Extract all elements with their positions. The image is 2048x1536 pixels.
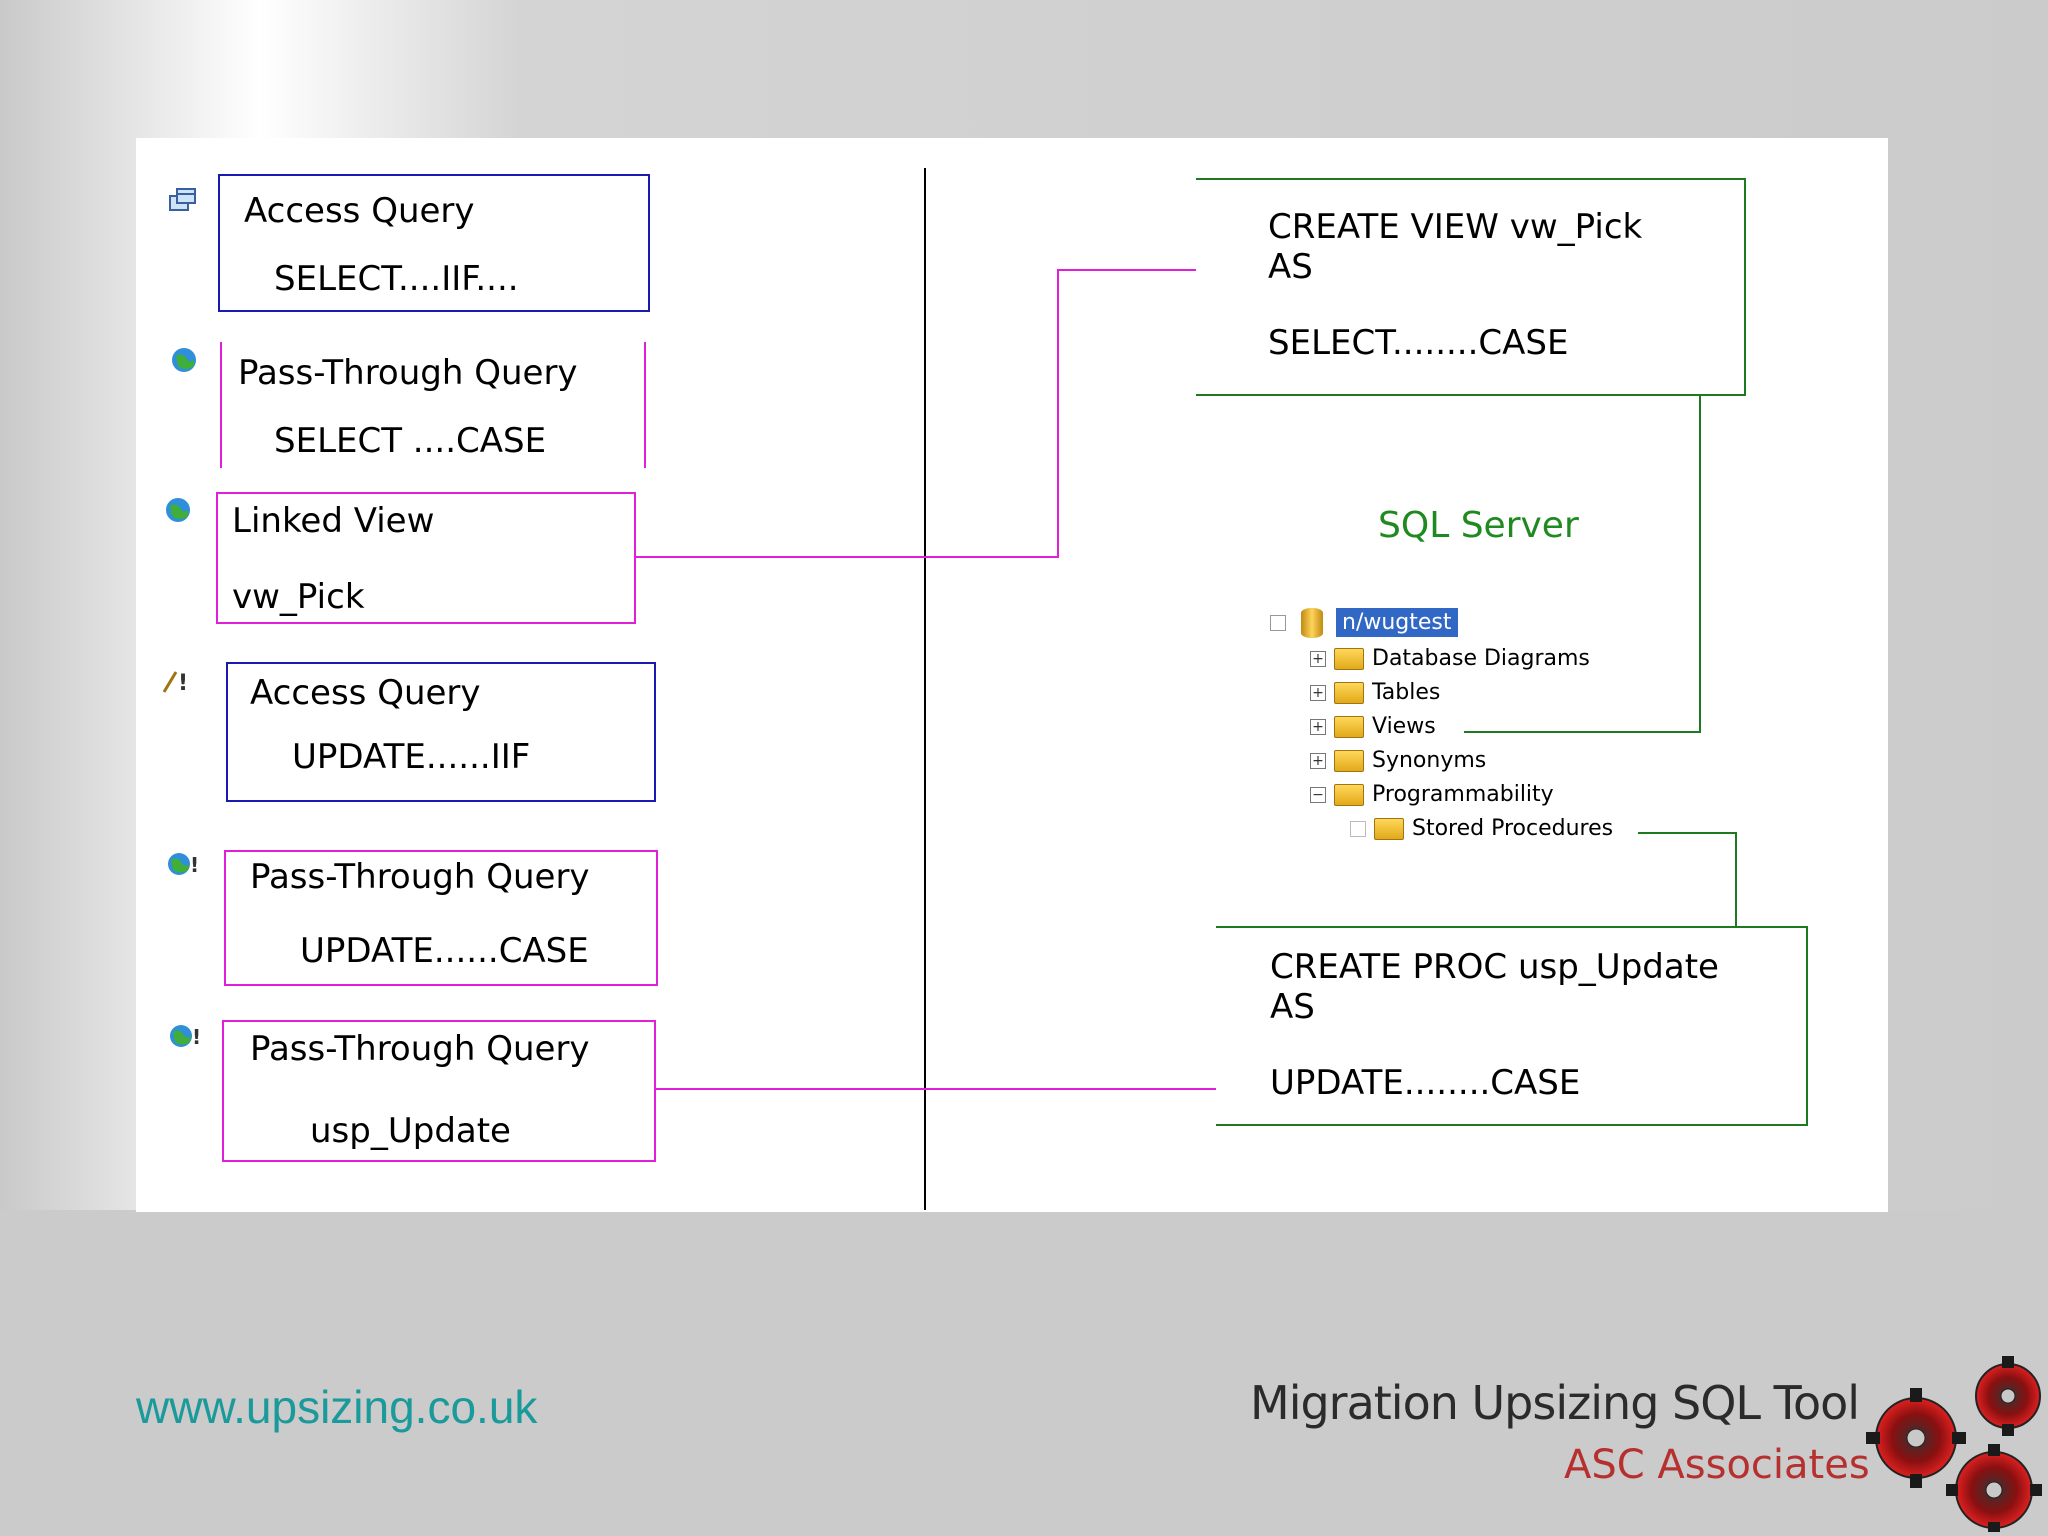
procs-connector	[1638, 832, 1737, 928]
folder-icon	[1334, 716, 1364, 738]
folder-icon	[1334, 648, 1364, 670]
sql-server-label: SQL Server	[1378, 505, 1579, 546]
folder-icon	[1334, 784, 1364, 806]
svg-text:!: !	[190, 853, 199, 877]
sql-line-1: CREATE PROC usp_Update	[1270, 947, 1719, 987]
query-icon	[168, 186, 198, 216]
sql-line-2: AS	[1270, 987, 1315, 1027]
svg-text:!: !	[192, 1025, 201, 1049]
logo-title: Migration Upsizing SQL Tool	[1250, 1376, 1860, 1430]
logo-subtitle: ASC Associates	[1564, 1442, 1870, 1488]
tree-item-tables[interactable]: +Tables	[1310, 680, 1440, 705]
box-title: Pass-Through Query	[250, 857, 590, 897]
box-title: Access Query	[250, 673, 481, 713]
collapse-icon[interactable]: −	[1310, 787, 1326, 803]
globe-icon	[170, 346, 200, 376]
globe-icon	[164, 496, 194, 526]
linked-view-box: Linked View vw_Pick	[216, 492, 636, 624]
sql-line-3: UPDATE........CASE	[1270, 1063, 1581, 1103]
connector-lines	[634, 168, 1737, 1210]
box-title: Linked View	[232, 501, 435, 541]
tree-db-node[interactable]: n/wugtest	[1270, 608, 1458, 638]
database-icon	[1301, 608, 1323, 638]
box-body: usp_Update	[310, 1111, 511, 1151]
sql-line-3: SELECT........CASE	[1268, 323, 1569, 363]
box-title: Pass-Through Query	[238, 353, 578, 393]
collapse-icon[interactable]	[1270, 615, 1286, 631]
expand-icon[interactable]: +	[1310, 719, 1326, 735]
box-body: SELECT ....CASE	[274, 421, 547, 461]
expand-icon[interactable]: +	[1310, 651, 1326, 667]
diagram-panel: Access Query SELECT....IIF.... Pass-Thro…	[136, 138, 1888, 1212]
access-update-query-box: Access Query UPDATE......IIF	[226, 662, 656, 802]
create-view-box: CREATE VIEW vw_Pick AS SELECT........CAS…	[1196, 178, 1746, 396]
access-select-query-box: Access Query SELECT....IIF....	[218, 174, 650, 312]
expand-icon[interactable]	[1350, 821, 1366, 837]
box-title: Access Query	[244, 191, 475, 231]
sql-line-1: CREATE VIEW vw_Pick	[1268, 207, 1643, 247]
box-title: Pass-Through Query	[250, 1029, 590, 1069]
tree-item-views[interactable]: +Views	[1310, 714, 1436, 739]
tree-item-synonyms[interactable]: +Synonyms	[1310, 748, 1486, 773]
folder-icon	[1334, 682, 1364, 704]
gears-logo-icon	[1866, 1356, 2042, 1532]
expand-icon[interactable]: +	[1310, 685, 1326, 701]
update-query-icon: !	[162, 666, 192, 696]
sql-line-2: AS	[1268, 247, 1313, 287]
slide-bottom-band	[0, 1210, 2048, 1536]
pass-through-select-box: Pass-Through Query SELECT ....CASE	[220, 342, 646, 468]
website-link[interactable]: www.upsizing.co.uk	[136, 1381, 538, 1433]
globe-exclaim-icon: !	[166, 850, 199, 880]
linked-view-connector	[634, 269, 1198, 558]
views-connector	[1464, 396, 1701, 733]
tree-item-database-diagrams[interactable]: +Database Diagrams	[1310, 646, 1590, 671]
box-body: SELECT....IIF....	[274, 259, 519, 299]
folder-icon	[1334, 750, 1364, 772]
create-proc-box: CREATE PROC usp_Update AS UPDATE........…	[1216, 926, 1808, 1126]
box-body: vw_Pick	[232, 577, 365, 617]
box-body: UPDATE......IIF	[292, 737, 531, 777]
folder-icon	[1374, 818, 1404, 840]
tree-db-name: n/wugtest	[1336, 608, 1458, 637]
globe-exclaim-icon: !	[168, 1022, 201, 1052]
expand-icon[interactable]: +	[1310, 753, 1326, 769]
box-body: UPDATE......CASE	[300, 931, 589, 971]
tree-item-programmability[interactable]: −Programmability	[1310, 782, 1554, 807]
tree-item-stored-procedures[interactable]: Stored Procedures	[1350, 816, 1613, 841]
svg-text:!: !	[178, 671, 188, 696]
pass-through-update-box: Pass-Through Query UPDATE......CASE	[224, 850, 658, 986]
pass-through-usp-box: Pass-Through Query usp_Update	[222, 1020, 656, 1162]
